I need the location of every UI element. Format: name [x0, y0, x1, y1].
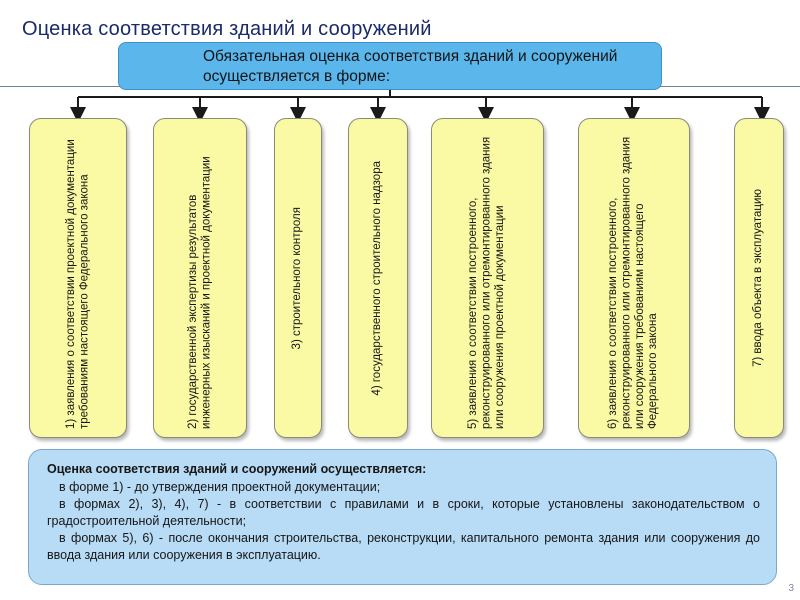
header-box: Обязательная оценка соответствия зданий …	[118, 42, 662, 90]
form-card-label: 4) государственного строительного надзор…	[371, 160, 384, 396]
form-card-5: 5) заявления о соответствии построенного…	[431, 118, 544, 438]
form-card-3: 3) строительного контроля	[274, 118, 322, 438]
header-text: Обязательная оценка соответствия зданий …	[203, 48, 618, 85]
form-card-6: 6) заявления о соответствии построенного…	[578, 118, 690, 438]
page-title: Оценка соответствия зданий и сооружений	[22, 18, 432, 40]
form-card-2: 2) государственной экспертизы результато…	[153, 118, 247, 438]
summary-title: Оценка соответствия зданий и сооружений …	[47, 462, 427, 476]
summary-line-1: в форме 1) - до утверждения проектной до…	[59, 480, 381, 494]
form-card-label: 6) заявления о соответствии построенного…	[607, 136, 660, 429]
form-card-label: 2) государственной экспертизы результато…	[186, 156, 212, 429]
form-card-label: 1) заявления о соответствии проектной до…	[64, 139, 90, 429]
form-card-label: 3) строительного контроля	[291, 206, 304, 350]
form-card-label: 5) заявления о соответствии построенного…	[467, 136, 507, 429]
page-number: 3	[788, 583, 794, 594]
form-card-7: 7) ввода объекта в эксплуатацию	[734, 118, 784, 438]
summary-line-2: в формах 2), 3), 4), 7) - в соответствии…	[47, 497, 760, 528]
form-card-4: 4) государственного строительного надзор…	[348, 118, 408, 438]
form-card-label: 7) ввода объекта в эксплуатацию	[752, 189, 765, 367]
summary-line-3: в формах 5), 6) - после окончания строит…	[47, 531, 760, 562]
summary-box: Оценка соответствия зданий и сооружений …	[28, 449, 777, 585]
form-card-1: 1) заявления о соответствии проектной до…	[29, 118, 127, 438]
